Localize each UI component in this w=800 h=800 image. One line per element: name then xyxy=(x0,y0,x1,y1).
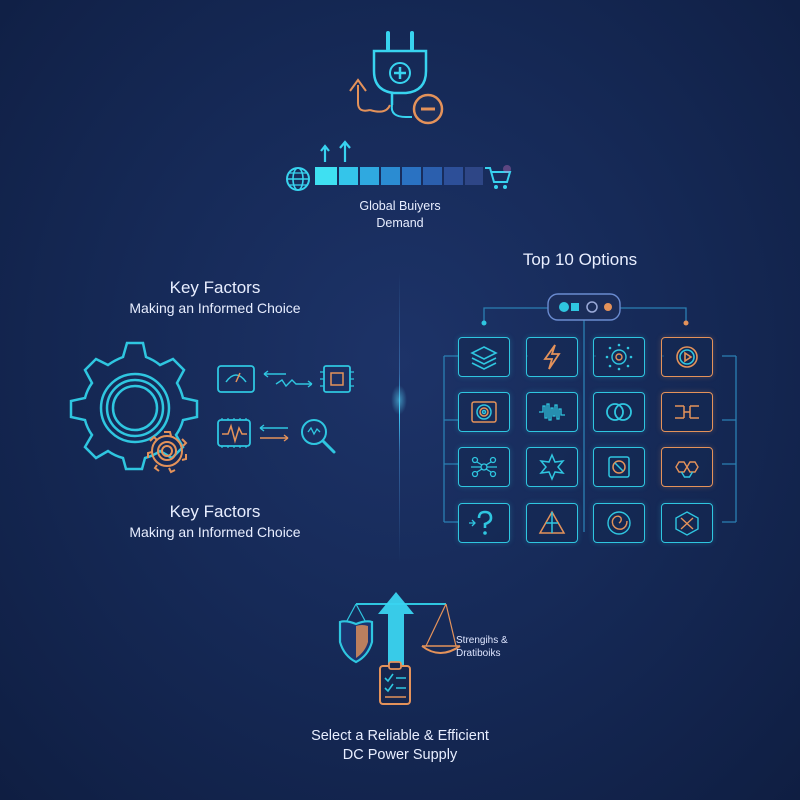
demand-bar xyxy=(283,140,523,194)
option-tile-waveform[interactable] xyxy=(526,392,578,432)
top-caption-line2: Demand xyxy=(376,216,424,230)
cube-x-icon xyxy=(675,511,699,536)
up-arrows-icon xyxy=(320,140,351,162)
demand-progress-segments xyxy=(315,167,483,185)
spool-icon xyxy=(471,401,497,423)
rings-icon xyxy=(606,403,632,421)
small-gear-icon xyxy=(147,431,188,474)
top-options-title: Top 10 Options xyxy=(522,250,638,269)
scale-label: Strengihs & Dratiboiks xyxy=(456,634,536,660)
key-factors-title-bottom: Key Factors xyxy=(169,502,261,521)
spiral-icon xyxy=(607,511,631,535)
scale-label-line2: Dratiboiks xyxy=(456,648,501,659)
layers-icon xyxy=(470,346,498,370)
network-icon xyxy=(471,456,497,478)
center-divider xyxy=(399,272,400,562)
gear-icon xyxy=(69,341,199,471)
option-tile-cube[interactable] xyxy=(593,447,645,487)
triangle-icon xyxy=(538,510,566,534)
shopping-cart-icon xyxy=(485,165,512,189)
option-tile-spool[interactable] xyxy=(458,392,510,432)
circuit-icon xyxy=(675,405,699,419)
option-tile-network[interactable] xyxy=(458,447,510,487)
option-tile-starburst[interactable] xyxy=(526,447,578,487)
play-circle-icon xyxy=(676,346,698,368)
cube-icon xyxy=(608,456,630,478)
balance-scale-icon xyxy=(338,592,461,705)
bottom-caption-line1: Select a Reliable & Efficient xyxy=(311,728,489,744)
center-divider-glow xyxy=(391,385,407,415)
option-tile-cube-x[interactable] xyxy=(661,503,713,543)
sun-dots-icon xyxy=(605,343,633,371)
option-tile-play-circle[interactable] xyxy=(661,337,713,377)
meter-to-chip-row xyxy=(217,365,354,393)
option-tile-triangle[interactable] xyxy=(526,503,578,543)
bottom-caption: Select a Reliable & Efficient DC Power S… xyxy=(250,727,550,765)
lightning-icon xyxy=(543,344,561,370)
hexagon-icon xyxy=(675,461,699,478)
option-tile-lightning[interactable] xyxy=(526,337,578,377)
waveform-to-magnifier-row xyxy=(217,418,336,454)
scale-label-line1: Strengihs & xyxy=(456,635,508,646)
key-factors-title-top: Key Factors xyxy=(169,278,261,297)
power-plug-icon xyxy=(349,31,444,125)
option-tile-rings[interactable] xyxy=(593,392,645,432)
option-tile-layers[interactable] xyxy=(458,337,510,377)
options-connector-lines xyxy=(443,293,737,532)
option-tile-sun-dots[interactable] xyxy=(593,337,645,377)
starburst-icon xyxy=(539,453,565,481)
globe-icon xyxy=(286,167,310,191)
bottom-caption-line2: DC Power Supply xyxy=(342,747,458,763)
option-tile-spiral[interactable] xyxy=(593,503,645,543)
option-tile-circuit[interactable] xyxy=(661,392,713,432)
top-caption: Global Buiyers Demand xyxy=(330,198,470,232)
key-factors-subtitle-top: Making an Informed Choice xyxy=(129,300,301,316)
option-tile-question[interactable] xyxy=(458,503,510,543)
top-caption-line1: Global Buiyers xyxy=(359,199,441,213)
key-factors-subtitle-bottom: Making an Informed Choice xyxy=(129,524,301,540)
question-icon xyxy=(469,510,493,535)
option-tile-hexagon[interactable] xyxy=(661,447,713,487)
waveform-icon xyxy=(539,403,565,421)
